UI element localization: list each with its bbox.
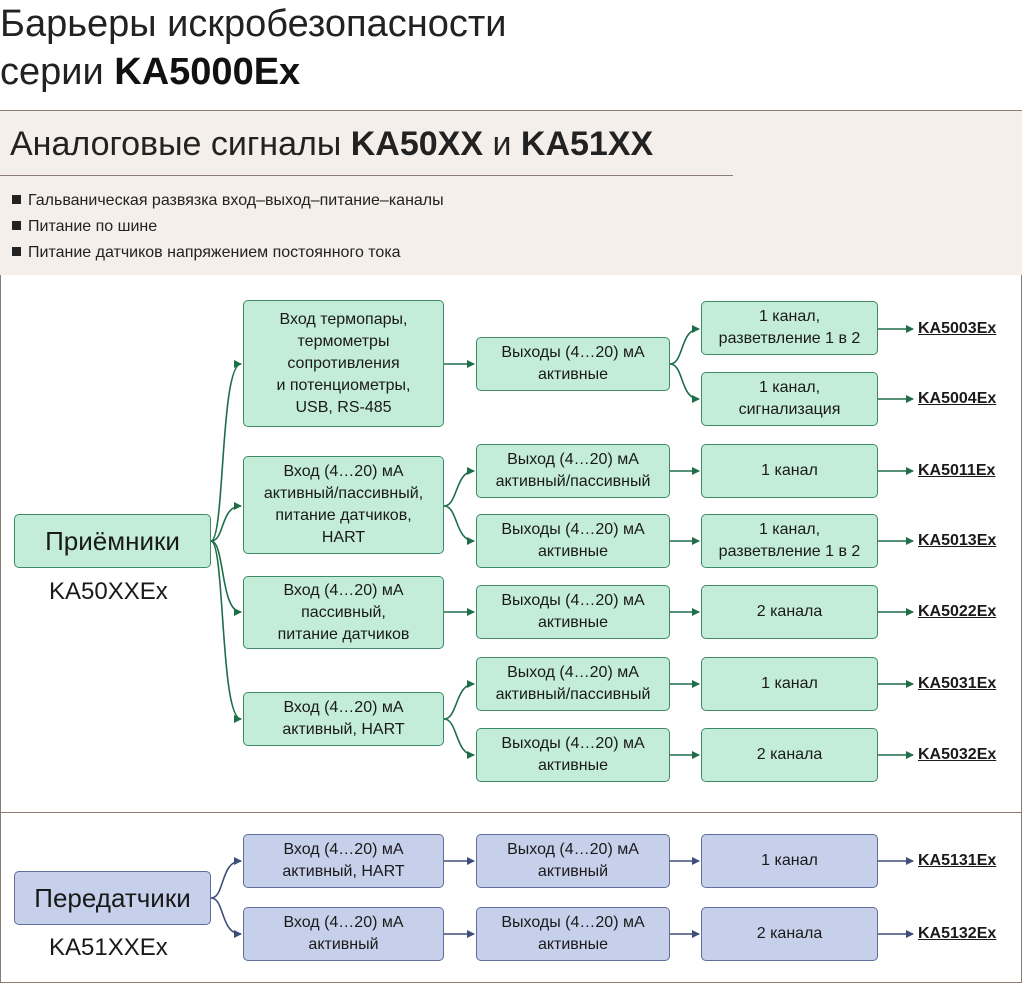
receiver-output-box: Выходы (4…20) мА активные — [476, 337, 670, 391]
receiver-channel-box: 2 канала — [701, 728, 878, 782]
transmitter-input-box: Вход (4…20) мА активный, HART — [243, 834, 444, 888]
title-series: KA5000Ex — [114, 51, 301, 93]
receiver-channel-box: 1 канал, сигнализация — [701, 372, 878, 426]
receiver-channel-box: 1 канал — [701, 657, 878, 711]
receiver-output-box: Выход (4…20) мА активный/пассивный — [476, 444, 670, 498]
receiver-output-box: Выходы (4…20) мА активные — [476, 728, 670, 782]
receiver-input-box: Вход (4…20) мА активный/пассивный, питан… — [243, 456, 444, 554]
diagram-panel — [0, 110, 1022, 983]
receiver-input-box: Вход (4…20) мА пассивный, питание датчик… — [243, 576, 444, 649]
transmitter-channel-box: 1 канал — [701, 834, 878, 888]
product-code-link[interactable]: KA5031Ex — [918, 675, 997, 692]
receiver-output-box: Выходы (4…20) мА активные — [476, 585, 670, 639]
bullet-marker — [12, 221, 21, 230]
page-title: Барьеры искробезопасности серии KA5000Ex — [0, 0, 1024, 96]
receiver-output-box: Выход (4…20) мА активный/пассивный — [476, 657, 670, 711]
group-separator — [0, 812, 1022, 813]
transmitter-output-box: Выходы (4…20) мА активные — [476, 907, 670, 961]
transmitters-series: KA51XXEx — [49, 934, 168, 961]
feature-bullet: Питание датчиков напряжением постоянного… — [12, 242, 401, 264]
product-code-link[interactable]: KA5011Ex — [918, 462, 996, 479]
section-title: Аналоговые сигналы KA50XX и KA51XX — [10, 125, 654, 163]
product-code-link[interactable]: KA5004Ex — [918, 390, 997, 407]
section-header — [0, 111, 1022, 275]
feature-bullet: Гальваническая развязка вход–выход–питан… — [12, 190, 444, 212]
receiver-output-box: Выходы (4…20) мА активные — [476, 514, 670, 568]
receivers-node: Приёмники — [14, 514, 211, 568]
receiver-channel-box: 1 канал — [701, 444, 878, 498]
product-code-link[interactable]: KA5003Ex — [918, 320, 997, 337]
receiver-channel-box: 2 канала — [701, 585, 878, 639]
product-code-link[interactable]: KA5013Ex — [918, 532, 997, 549]
receivers-series: KA50XXEx — [49, 578, 168, 605]
transmitter-channel-box: 2 канала — [701, 907, 878, 961]
feature-bullet: Питание по шине — [12, 216, 157, 238]
title-line-1: Барьеры искробезопасности — [0, 3, 507, 45]
bullet-marker — [12, 247, 21, 256]
receiver-channel-box: 1 канал, разветвление 1 в 2 — [701, 514, 878, 568]
receiver-input-box: Вход термопары, термометры сопротивления… — [243, 300, 444, 427]
product-code-link[interactable]: KA5132Ex — [918, 925, 997, 942]
transmitter-output-box: Выход (4…20) мА активный — [476, 834, 670, 888]
transmitter-input-box: Вход (4…20) мА активный — [243, 907, 444, 961]
title-line-2: серии — [0, 51, 115, 93]
receiver-channel-box: 1 канал, разветвление 1 в 2 — [701, 301, 878, 355]
product-code-link[interactable]: KA5032Ex — [918, 746, 997, 763]
receiver-input-box: Вход (4…20) мА активный, HART — [243, 692, 444, 746]
transmitters-node: Передатчики — [14, 871, 211, 925]
product-code-link[interactable]: KA5131Ex — [918, 852, 997, 869]
product-code-link[interactable]: KA5022Ex — [918, 603, 997, 620]
section-rule — [0, 175, 733, 176]
bullet-marker — [12, 195, 21, 204]
